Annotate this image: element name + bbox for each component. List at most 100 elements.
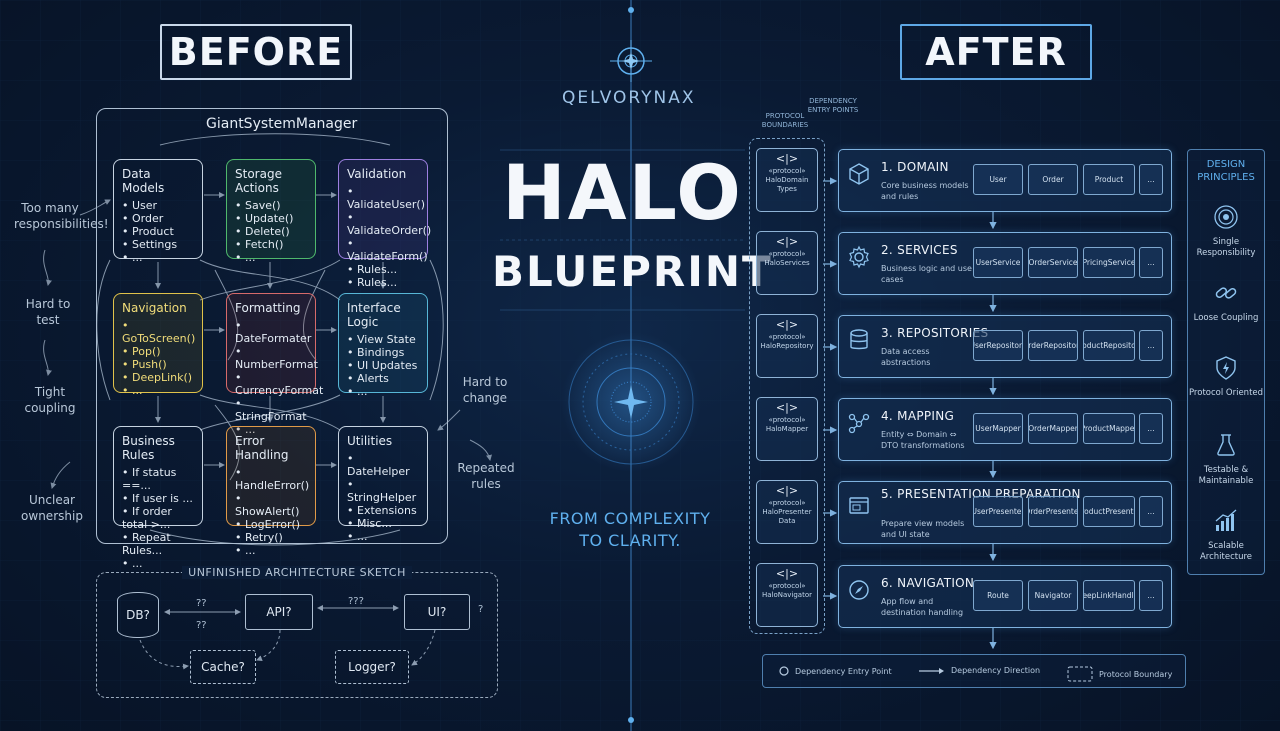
layer-item: Navigator <box>1028 580 1078 611</box>
giant-system-manager-title: GiantSystemManager <box>206 116 358 132</box>
module-item: Delete() <box>235 225 307 238</box>
layer-item: Route <box>973 580 1023 611</box>
protocol-name: HaloRepository <box>760 342 814 350</box>
layer-item: ... <box>1139 164 1163 195</box>
module-title: Navigation <box>122 301 187 315</box>
module-item: ... <box>235 423 307 436</box>
layer-item: ... <box>1139 330 1163 361</box>
layer-item: OrderRepository <box>1028 330 1078 361</box>
protocol-name: HaloPresenter Data <box>762 508 812 525</box>
module-item: ... <box>347 530 419 543</box>
principle-label: Protocol Oriented <box>1188 388 1264 398</box>
protocol-card-presenter: <|> «protocol» HaloPresenter Data <box>756 480 818 544</box>
sketch-ui: UI? <box>404 594 470 630</box>
halo-title-line1: HALO <box>502 148 743 237</box>
halo-title-line2: BLUEPRINT <box>492 247 773 296</box>
module-item: ... <box>122 384 194 397</box>
protocol-kind: «protocol» <box>768 333 806 341</box>
database-icon <box>850 329 868 350</box>
module-item: HandleError() <box>235 466 309 492</box>
legend-entry-point: Dependency Entry Point <box>779 666 892 676</box>
shield-icon <box>1216 356 1236 380</box>
protocol-boundaries-label: PROTOCOL BOUNDARIES <box>761 112 809 129</box>
legend-boundary-label: Protocol Boundary <box>1099 669 1173 679</box>
module-item: DateFormater <box>235 319 311 345</box>
module-business-rules: Business Rules If status ==... If user i… <box>113 426 203 570</box>
principle-protocol-oriented: Protocol Oriented <box>1188 355 1264 399</box>
problem-tight-coupling: Tight coupling <box>24 385 76 416</box>
layer-title: 6. NAVIGATION <box>881 576 975 590</box>
module-title: Business Rules <box>122 434 175 462</box>
protocol-kind: «protocol» <box>768 416 806 424</box>
link-icon <box>1215 287 1237 299</box>
sketch-db: DB? <box>117 592 159 638</box>
legend-boundary: Protocol Boundary <box>1067 666 1172 682</box>
layer-desc: Business logic and use cases <box>881 264 972 284</box>
problem-hard-to-change: Hard to change <box>462 375 508 406</box>
module-item: DeepLink() <box>122 371 194 384</box>
layer-desc: Prepare view models and UI state <box>881 519 965 539</box>
principle-label: Loose Coupling <box>1193 313 1259 323</box>
module-title: Formatting <box>235 301 301 315</box>
module-item: ValidateForm() <box>347 237 428 263</box>
sketch-question-2: ?? <box>196 620 207 631</box>
module-item: Save() <box>235 199 307 212</box>
legend-direction-label: Dependency Direction <box>951 666 1041 675</box>
layer-item: ... <box>1139 413 1163 444</box>
design-principles-title: DESIGN PRINCIPLES <box>1197 159 1255 183</box>
legend-direction: Dependency Direction <box>919 666 1040 675</box>
arrow-right-icon <box>919 667 944 674</box>
growth-chart-icon <box>1215 509 1237 531</box>
module-title: Utilities <box>347 434 393 448</box>
target-icon <box>1214 205 1238 229</box>
protocol-kind: «protocol» <box>768 250 806 258</box>
module-utilities: Utilities DateHelper StringHelper Extens… <box>338 426 428 543</box>
protocol-card-mapper: <|> «protocol» HaloMapper <box>756 397 818 461</box>
module-title: Error Handling <box>235 434 289 462</box>
module-interface-logic: Interface Logic View State Bindings UI U… <box>338 293 428 398</box>
module-navigation: Navigation GoToScreen() Pop() Push() Dee… <box>113 293 203 397</box>
before-header: BEFORE <box>160 24 352 80</box>
sketch-question-3: ??? <box>348 596 364 607</box>
layer-repositories: 3. REPOSITORIES Data access abstractions… <box>838 315 1172 378</box>
module-title: Storage Actions <box>235 167 282 195</box>
module-item: If order total >... <box>122 505 194 531</box>
module-item: Extensions <box>347 504 419 517</box>
module-data-models: Data Models User Order Product Settings … <box>113 159 203 264</box>
module-item: Bindings <box>347 346 419 359</box>
module-item: GoToScreen() <box>122 319 195 345</box>
tagline-line1: FROM COMPLEXITY <box>549 509 711 528</box>
principle-single-responsibility: Single Responsibility <box>1188 204 1264 259</box>
code-icon: <|> <box>775 152 799 165</box>
flask-icon <box>1217 434 1235 456</box>
layer-title: 1. DOMAIN <box>881 160 949 174</box>
compass-icon <box>849 580 869 600</box>
module-item: Push() <box>122 358 194 371</box>
module-item: DateHelper <box>347 452 419 478</box>
module-item: StringFormat <box>235 397 307 423</box>
module-validation: Validation ValidateUser() ValidateOrder(… <box>338 159 431 289</box>
layer-item: UserRepository <box>973 330 1023 361</box>
code-icon: <|> <box>775 235 799 248</box>
layer-desc: Entity ⇔ Domain ⇔ DTO transformations <box>881 430 965 450</box>
module-item: ... <box>122 557 194 570</box>
gear-icon <box>849 245 869 269</box>
principle-label: Scalable Architecture <box>1199 541 1253 562</box>
layer-item: Product <box>1083 164 1135 195</box>
module-item: Pop() <box>122 345 194 358</box>
protocol-name: HaloServices <box>764 259 810 267</box>
module-item: ShowAlert() <box>235 492 307 518</box>
layer-domain: 1. DOMAIN Core business models and rules… <box>838 149 1172 212</box>
module-item: LogError() <box>235 518 307 531</box>
layer-item: ProductPresenter <box>1083 496 1135 527</box>
module-item: NumberFormat <box>235 345 318 371</box>
layer-title: 2. SERVICES <box>881 243 958 257</box>
circle-icon <box>779 666 789 676</box>
cube-icon <box>849 163 869 185</box>
module-item: UI Updates <box>347 359 419 372</box>
protocol-card-domain: <|> «protocol» HaloDomain Types <box>756 148 818 212</box>
layer-desc: App flow and destination handling <box>881 597 964 617</box>
layer-item: DeepLinkHandler <box>1083 580 1135 611</box>
module-item: ... <box>122 251 194 264</box>
network-icon <box>848 413 870 434</box>
